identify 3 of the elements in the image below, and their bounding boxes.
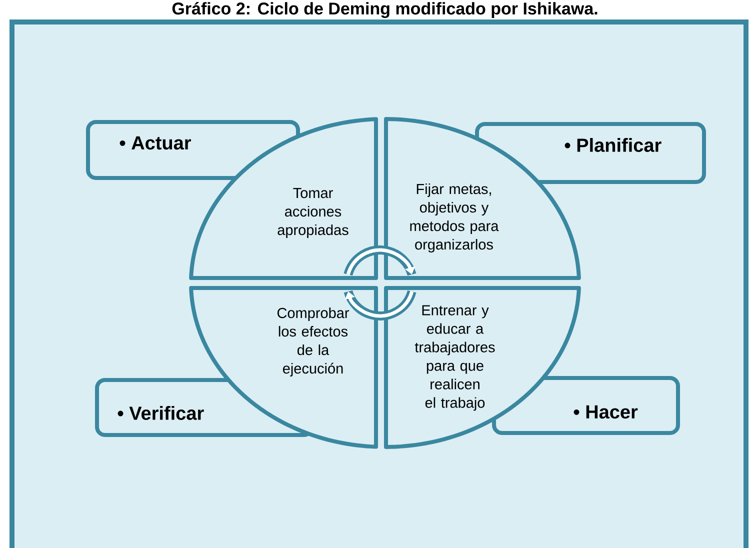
cycle-arrow — [344, 290, 416, 320]
title: Gráfico 2: Ciclo de Deming modificado por Ishikawa. — [172, 2, 598, 18]
cycle-arrow — [344, 246, 416, 276]
